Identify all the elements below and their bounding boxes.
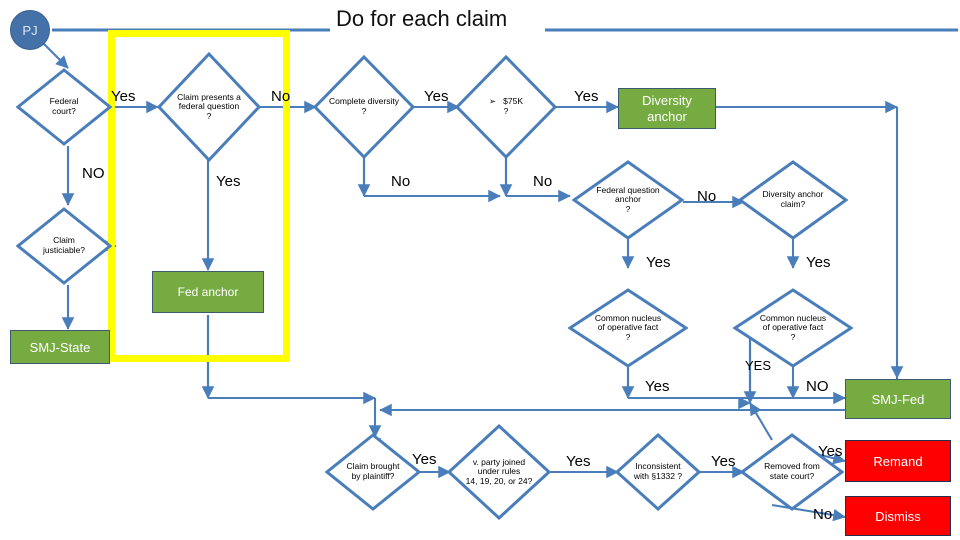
edge-label-federal-court-yes: Yes bbox=[111, 88, 136, 105]
diamond-shape bbox=[447, 424, 551, 520]
terminal-remand[interactable]: Remand bbox=[845, 440, 951, 482]
edge-label-removed-yes: Yes bbox=[818, 443, 843, 460]
edge-label-amount-no: No bbox=[533, 173, 553, 190]
decision-label: Complete diversity? bbox=[329, 96, 399, 116]
edge-label-cn-left-yes: Yes bbox=[645, 378, 670, 395]
diamond-shape bbox=[455, 55, 557, 159]
decision-label: ➢ $75K? bbox=[488, 96, 524, 116]
start-node-label: PJ bbox=[22, 22, 38, 38]
diamond-shape bbox=[615, 433, 701, 511]
edge-label-federal-question-no: No bbox=[271, 88, 291, 105]
diamond-shape bbox=[325, 433, 421, 511]
terminal-label: Fed anchor bbox=[177, 285, 239, 299]
edge-label-cn-right-yes: YES bbox=[745, 358, 772, 373]
edge-label-complete-diversity-no: No bbox=[391, 173, 411, 190]
diamond-shape bbox=[568, 288, 688, 368]
terminal-dismiss[interactable]: Dismiss bbox=[845, 496, 951, 536]
diamond-shape bbox=[16, 68, 112, 146]
edge-label-removed-no: No bbox=[813, 506, 833, 523]
page-title: Do for each claim bbox=[336, 6, 508, 31]
diamond-shape bbox=[740, 433, 844, 511]
diamond-shape bbox=[572, 160, 684, 240]
terminal-label: SMJ-State bbox=[29, 339, 91, 355]
diamond-shape bbox=[733, 288, 853, 368]
edge-label-cn-right-no: NO bbox=[806, 378, 829, 395]
diamond-shape bbox=[157, 52, 261, 162]
diamond-shape bbox=[738, 160, 848, 240]
edge-label-diversity-anchor-claim-yes: Yes bbox=[806, 254, 831, 271]
edge-label-federal-question-yes: Yes bbox=[216, 173, 241, 190]
terminal-smj-state[interactable]: SMJ-State bbox=[10, 330, 110, 364]
edge-label-amount-yes: Yes bbox=[574, 88, 599, 105]
terminal-label: Remand bbox=[873, 453, 923, 469]
decision-amount-in-controversy[interactable]: ➢ $75K? bbox=[455, 55, 557, 159]
edge-label-fq-anchor-yes: Yes bbox=[646, 254, 671, 271]
diamond-shape bbox=[313, 55, 415, 159]
diamond-shape bbox=[16, 207, 112, 285]
edge-label-complete-diversity-yes: Yes bbox=[424, 88, 449, 105]
highlight-region bbox=[108, 30, 290, 362]
terminal-fed-anchor[interactable]: Fed anchor bbox=[152, 271, 264, 313]
edge-label-federal-court-no: NO bbox=[82, 165, 105, 182]
edge-label-fq-anchor-no: No bbox=[697, 188, 717, 205]
terminal-smj-fed[interactable]: SMJ-Fed bbox=[845, 379, 951, 419]
decision-complete-diversity[interactable]: Complete diversity? bbox=[313, 55, 415, 159]
start-node-pj[interactable]: PJ bbox=[10, 10, 50, 50]
terminal-label: Dismiss bbox=[875, 508, 921, 524]
edge-label-party-joined-yes: Yes bbox=[566, 453, 591, 470]
edge-label-claim-by-plaintiff-yes: Yes bbox=[412, 451, 437, 468]
terminal-label: SMJ-Fed bbox=[871, 391, 925, 407]
edge-label-inconsistent-yes: Yes bbox=[711, 453, 736, 470]
